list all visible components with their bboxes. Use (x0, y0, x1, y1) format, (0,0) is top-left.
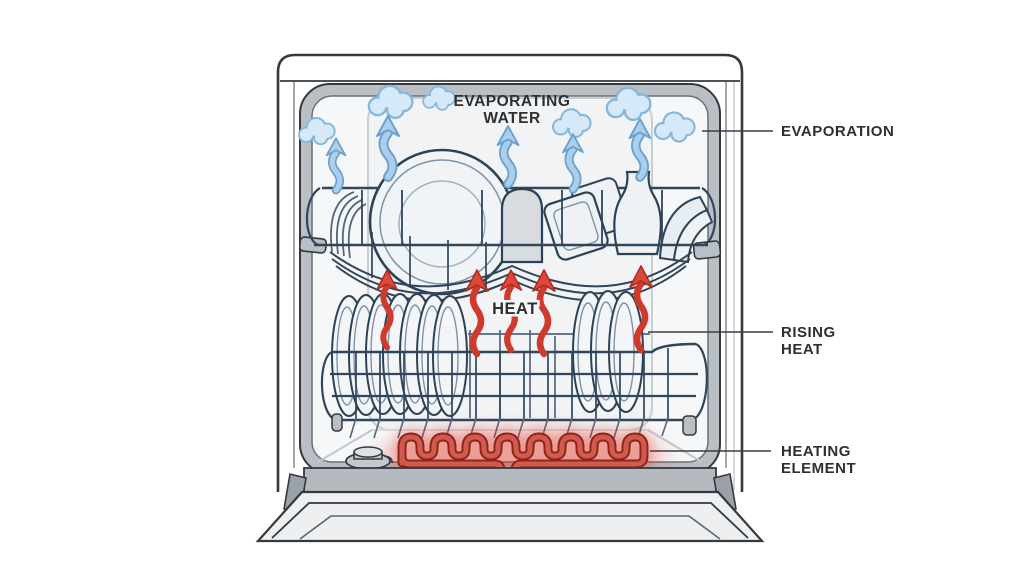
label-evaporating-water-line2: WATER (483, 110, 540, 127)
rack-rail-bracket-left (298, 236, 328, 254)
callout-heating-element: HEATING ELEMENT (650, 443, 856, 477)
label-heating-element-line2: ELEMENT (781, 460, 856, 477)
drain-cap (345, 446, 393, 470)
label-heating-element-line1: HEATING (781, 443, 851, 460)
lower-rack (320, 290, 708, 439)
label-heat: HEAT (492, 300, 538, 318)
callout-evaporation: EVAPORATION (702, 123, 894, 140)
label-rising-heat-line2: HEAT (781, 341, 823, 358)
large-plate (368, 148, 516, 296)
open-door (255, 473, 765, 543)
label-rising-heat-line1: RISING (781, 324, 836, 341)
label-evaporating-water-line1: EVAPORATING (454, 93, 571, 110)
vase (613, 170, 662, 256)
lower-rack-plates-left (331, 293, 468, 417)
upper-rack (298, 148, 722, 302)
cup (500, 187, 544, 264)
rack-foot (331, 413, 343, 432)
label-evaporation: EVAPORATION (781, 123, 894, 140)
callout-rising-heat: RISING HEAT (648, 324, 836, 358)
rack-wheel (682, 415, 697, 436)
door-sill (303, 467, 717, 493)
upper-rack-dishes (330, 148, 714, 296)
